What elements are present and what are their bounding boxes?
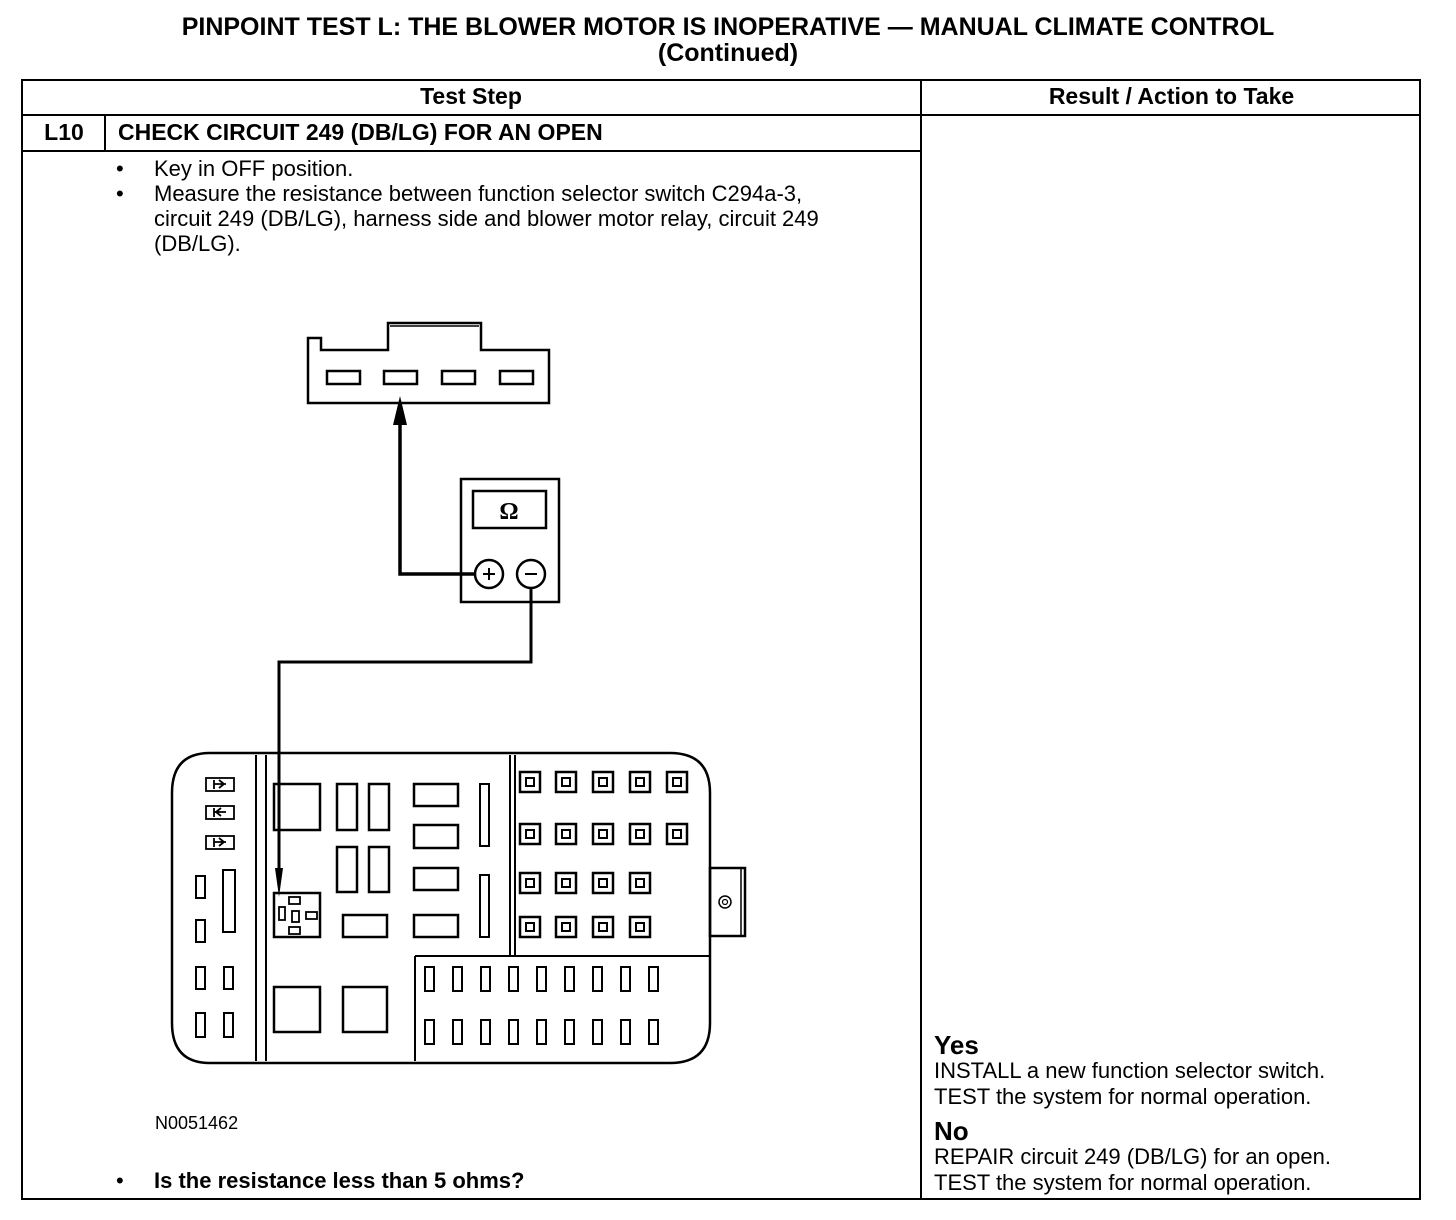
multimeter (459, 477, 561, 604)
ohm-symbol: Ω (499, 499, 518, 525)
step-title: CHECK CIRCUIT 249 (DB/LG) FOR AN OPEN (118, 119, 603, 145)
test-step-header: Test Step (420, 83, 522, 109)
question-text: Is the resistance less than 5 ohms? (154, 1168, 525, 1193)
connector-c294a (306, 321, 551, 405)
instruction-text: Key in OFF position. (154, 156, 354, 181)
positive-terminal-icon (473, 558, 505, 590)
page-subtitle: (Continued) (657, 39, 799, 67)
result-actions: Yes INSTALL a new function selector swit… (934, 1032, 1414, 1196)
probe-arrow-icon (275, 868, 283, 897)
bullet-icon: • (116, 156, 124, 181)
no-label: No (934, 1116, 969, 1146)
step-id-divider (104, 114, 106, 151)
probe-arrow-icon (393, 396, 407, 425)
step-title-divider (21, 150, 921, 152)
test-question: • Is the resistance less than 5 ohms? (116, 1168, 524, 1194)
instruction-item: • Key in OFF position. (116, 156, 896, 181)
diode-icon (205, 777, 235, 850)
instruction-item: • Measure the resistance between functio… (116, 181, 854, 256)
yes-label: Yes (934, 1030, 979, 1060)
header-divider (21, 114, 1421, 116)
no-action: TEST the system for normal operation. (934, 1170, 1312, 1195)
step-id: L10 (44, 119, 84, 145)
yes-action: TEST the system for normal operation. (934, 1084, 1312, 1109)
column-divider (920, 79, 922, 1200)
instruction-text: Measure the resistance between function … (154, 181, 819, 256)
fuse-relay-box (170, 751, 747, 1065)
test-table (21, 79, 1421, 1200)
bullet-icon: • (116, 181, 124, 206)
blower-motor-relay (272, 891, 322, 939)
no-action: REPAIR circuit 249 (DB/LG) for an open. (934, 1144, 1331, 1169)
figure-id: N0051462 (155, 1113, 239, 1133)
yes-action: INSTALL a new function selector switch. (934, 1058, 1326, 1083)
instruction-list: • Key in OFF position. • Measure the res… (116, 156, 896, 256)
result-header: Result / Action to Take (1048, 83, 1295, 109)
page-title: PINPOINT TEST L: THE BLOWER MOTOR IS INO… (181, 13, 1275, 41)
bullet-icon: • (116, 1168, 124, 1193)
